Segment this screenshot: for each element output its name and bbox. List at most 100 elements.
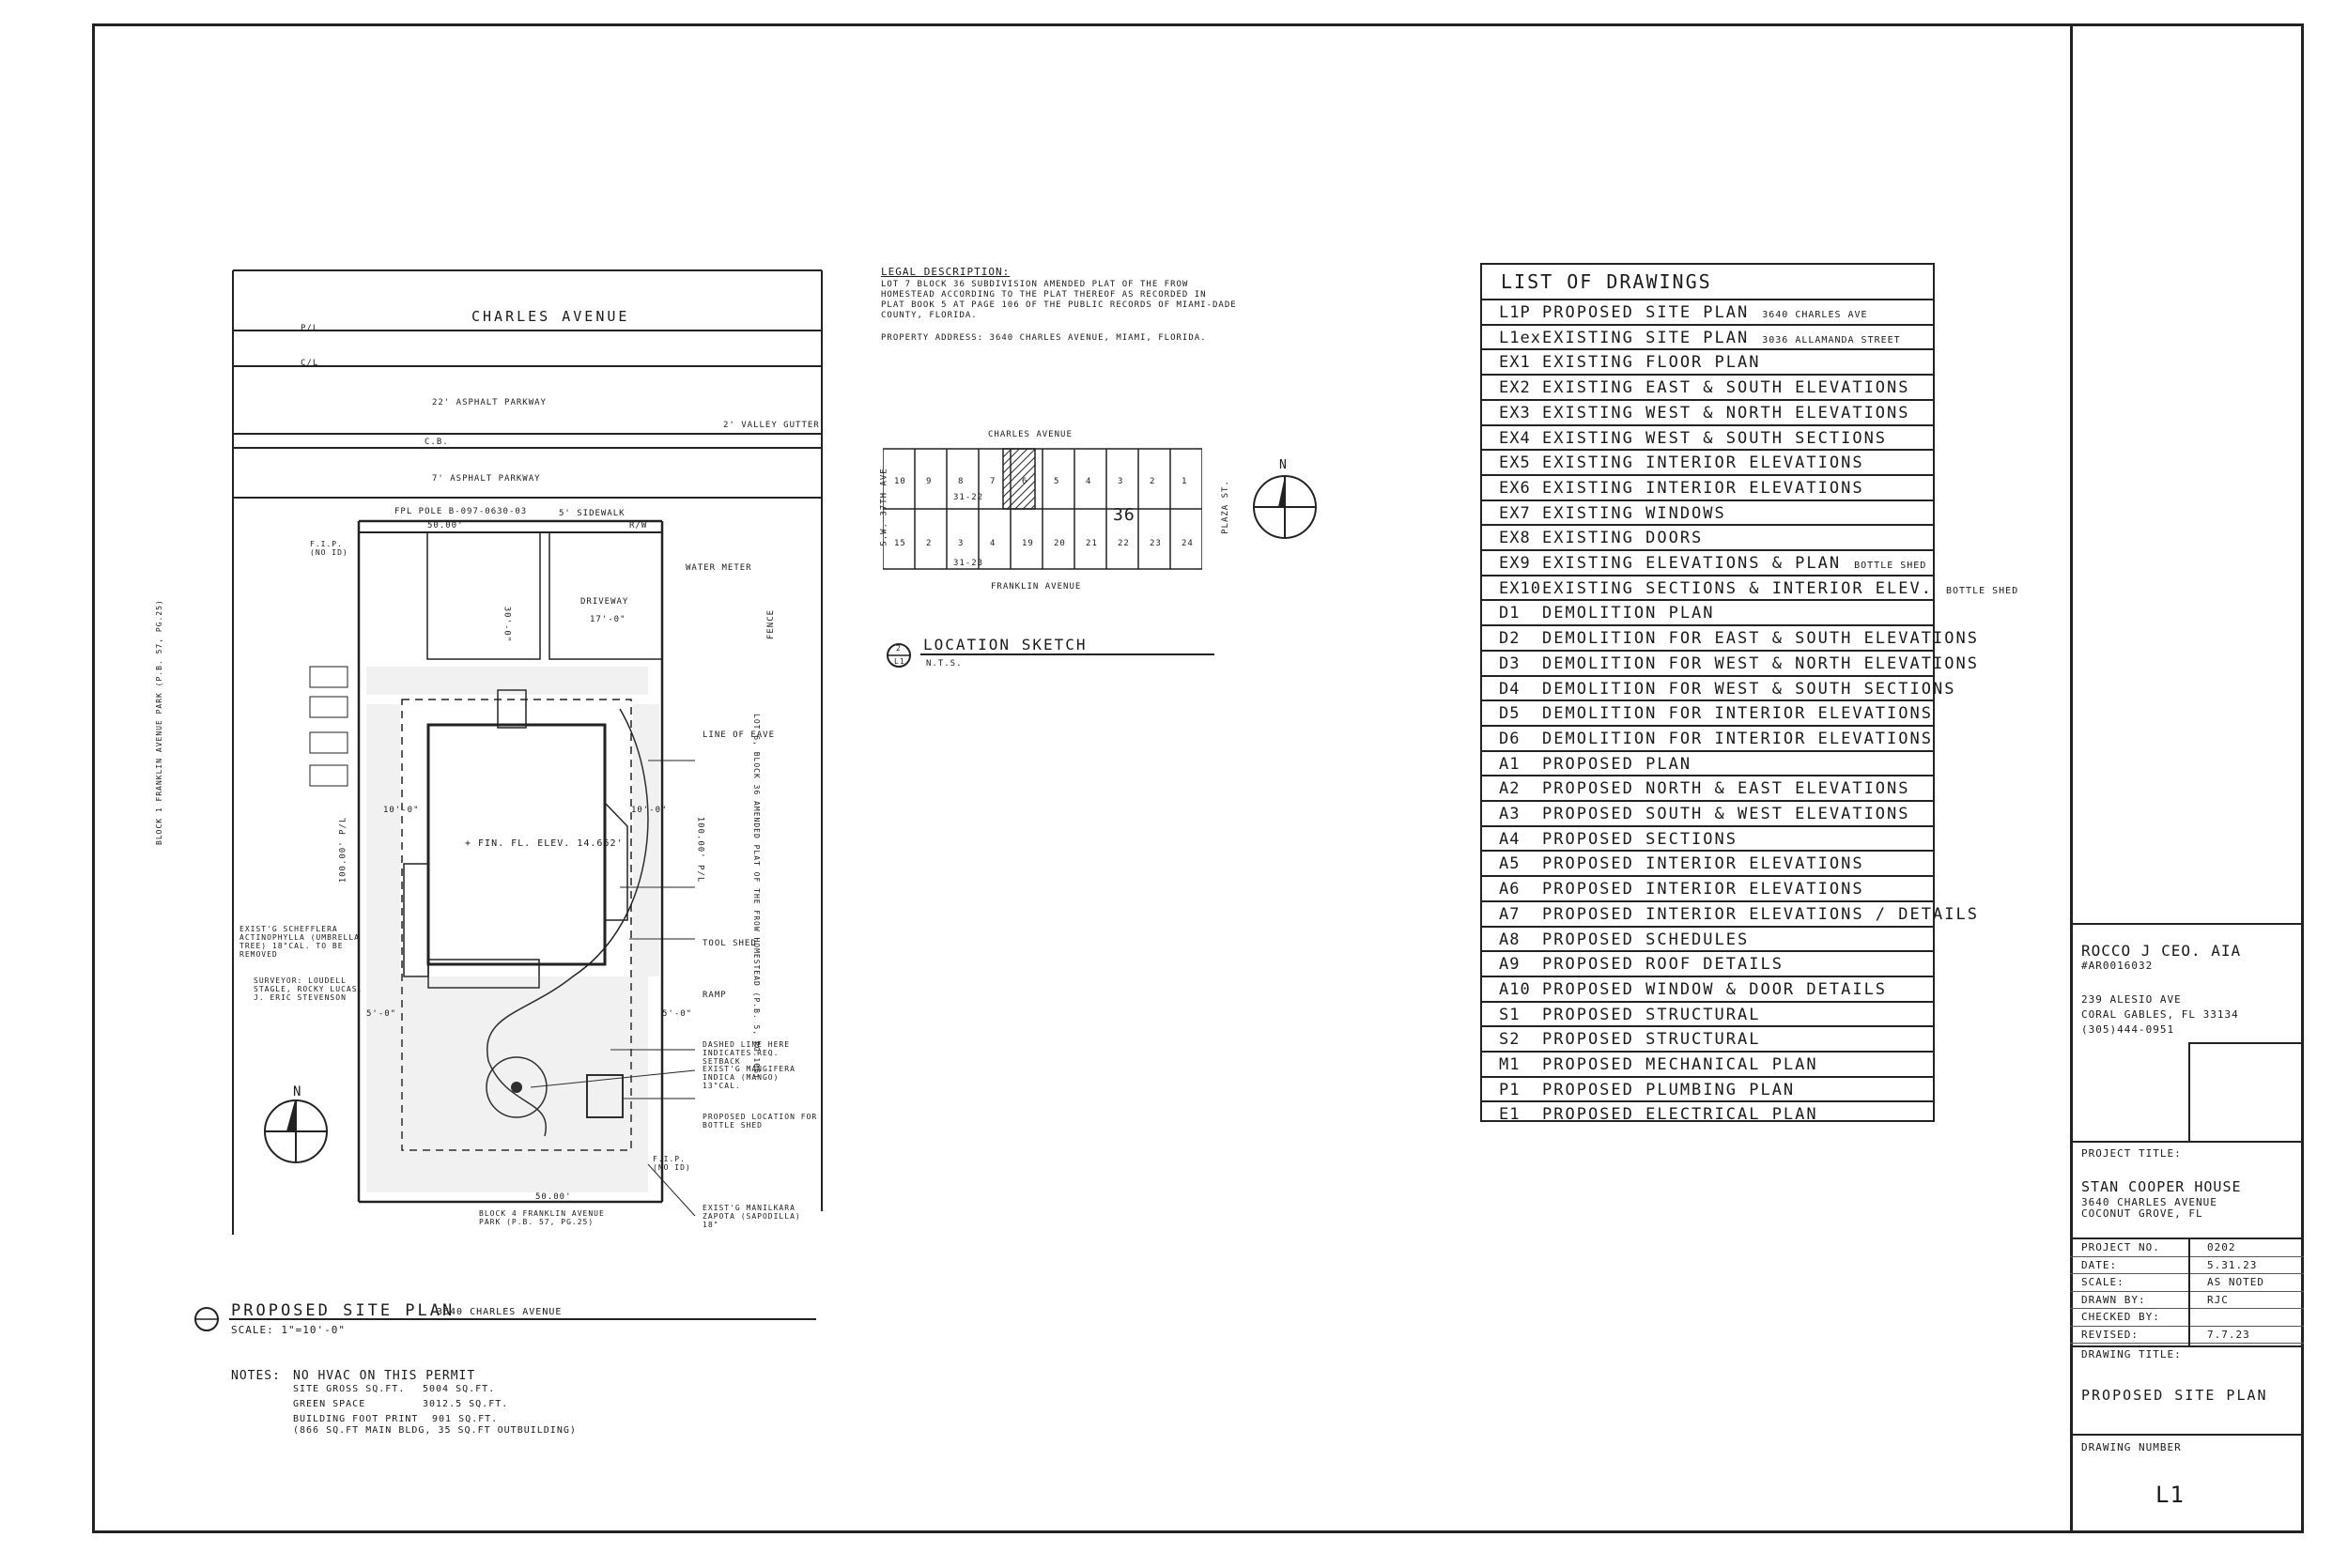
tb-field-rule (2070, 1325, 2304, 1327)
loc-ref-top: 2 (896, 644, 902, 653)
drawing-code: A8 (1499, 930, 1521, 949)
tb-field-value: RJC (2207, 1293, 2229, 1306)
dim-5-right-label: 5'-0" (662, 1009, 693, 1019)
width-top-label: 50.00' (427, 521, 464, 530)
tb-field-label: DATE: (2081, 1258, 2118, 1271)
drawing-number-label: DRAWING NUMBER (2081, 1441, 2182, 1453)
location-title-rule (920, 653, 1214, 655)
notes-site-gross-value: 5004 SQ.FT. (423, 1384, 496, 1394)
lot-number-bottom: 2 (926, 539, 933, 548)
dim-5-left-label: 5'-0" (366, 1009, 397, 1019)
drawing-name: PROPOSED INTERIOR ELEVATIONS (1542, 854, 1864, 874)
drawing-name: PROPOSED MECHANICAL PLAN (1542, 1055, 1818, 1074)
lot-number-bottom: 3 (958, 539, 965, 548)
lot-number-top: 5 (1054, 477, 1060, 486)
drawing-code: S2 (1499, 1030, 1521, 1050)
drawing-code: A9 (1499, 955, 1521, 975)
dim-10-right-label: 10'-0" (631, 806, 668, 815)
drawing-name: PROPOSED SECTIONS (1542, 829, 1738, 849)
project-addr1: 3640 CHARLES AVENUE (2081, 1196, 2217, 1208)
drawing-name: EXISTING INTERIOR ELEVATIONS (1542, 478, 1864, 498)
tb-divider-2 (2070, 1141, 2304, 1143)
tb-field-label: CHECKED BY: (2081, 1311, 2160, 1323)
dim-30-label: 30'-0" (502, 606, 512, 643)
tb-field-value: 7.7.23 (2207, 1328, 2250, 1341)
lot-number-top: 1 (1182, 477, 1188, 486)
drawing-code: L1ex (1499, 328, 1541, 347)
drawing-code: EX2 (1499, 378, 1531, 398)
drawing-name: PROPOSED STRUCTURAL (1542, 1005, 1761, 1024)
drawing-code: A7 (1499, 904, 1521, 924)
lot-number-bottom: 22 (1118, 539, 1130, 548)
tb-field-rule (2070, 1308, 2304, 1309)
tb-divider-3 (2070, 1237, 2304, 1239)
drawings-list-box (1480, 263, 1935, 1122)
notes-footprint-value: 901 SQ.FT. (432, 1414, 499, 1424)
site-plan-title-rule (229, 1318, 816, 1320)
rw-label: R/W (629, 521, 648, 530)
manilkara-label: EXIST'G MANILKARA ZAPOTA (SAPODILLA) 18" (703, 1204, 801, 1229)
legal-line2: HOMESTEAD ACCORDING TO THE PLAT THEREOF … (881, 290, 1207, 300)
legal-property: PROPERTY ADDRESS: 3640 CHARLES AVENUE, M… (881, 333, 1207, 343)
tb-field-label: PROJECT NO. (2081, 1241, 2160, 1253)
drawing-name: EXISTING WINDOWS (1542, 503, 1726, 523)
lot-number-top: 4 (1086, 477, 1092, 486)
tb-divider-1 (2070, 923, 2304, 925)
site-north-label: N (293, 1084, 302, 1099)
block1-label: BLOCK 1 FRANKLIN AVENUE PARK (P.B. 57, P… (155, 599, 163, 845)
sidewalk-label: 5' SIDEWALK (559, 509, 626, 518)
mangifera-label: EXIST'G MANGIFERA INDICA (MANGO) 13"CAL. (703, 1065, 796, 1090)
drawing-code: A10 (1499, 979, 1531, 999)
drawing-name: PROPOSED ELECTRICAL PLAN (1542, 1105, 1818, 1125)
site-street-label: CHARLES AVENUE (471, 308, 630, 325)
tb-field-rule (2070, 1255, 2304, 1257)
site-plan-address: 3640 CHARLES AVENUE (437, 1307, 563, 1317)
notes-footprint-detail: (866 SQ.FT MAIN BLDG, 35 SQ.FT OUTBUILDI… (293, 1425, 577, 1436)
lot-number-top: 6 (1022, 477, 1028, 486)
loc-block-number: 36 (1113, 505, 1135, 525)
drawing-code: EX10 (1499, 578, 1541, 598)
drawing-code: EX9 (1499, 554, 1531, 573)
drawing-name: DEMOLITION FOR WEST & NORTH ELEVATIONS (1542, 653, 1979, 673)
drawing-row: A8 PROPOSED SCHEDULES (1480, 925, 1935, 951)
location-nts: N.T.S. (926, 659, 963, 669)
fin-fl-label: + FIN. FL. ELEV. 14.662' (465, 838, 624, 849)
tb-field-value: AS NOTED (2207, 1276, 2264, 1288)
drawing-name: PROPOSED SCHEDULES (1542, 930, 1750, 949)
project-name: STAN COOPER HOUSE (2081, 1178, 2242, 1195)
fip-right-label: F.I.P. (NO ID) (653, 1155, 691, 1172)
drawing-name: EXISTING WEST & NORTH ELEVATIONS (1542, 403, 1910, 423)
notes-green-value: 3012.5 SQ.FT. (423, 1399, 509, 1409)
tb-field-rule (2070, 1343, 2304, 1344)
drawing-name: PROPOSED WINDOW & DOOR DETAILS (1542, 979, 1888, 999)
legal-line3: PLAT BOOK 5 AT PAGE 106 OF THE PUBLIC RE… (881, 300, 1237, 310)
loc-street-top: CHARLES AVENUE (988, 430, 1073, 439)
lot-number-top: 10 (894, 477, 906, 486)
drawing-name: PROPOSED INTERIOR ELEVATIONS / DETAILS (1542, 904, 1979, 924)
site-plan-title: PROPOSED SITE PLAN (231, 1301, 456, 1320)
ramp-label: RAMP (703, 991, 727, 1000)
project-title-label: PROJECT TITLE: (2081, 1147, 2182, 1160)
loc-north-label: N (1279, 458, 1288, 472)
tb-field-rule (2070, 1273, 2304, 1274)
tb-field-rule (2070, 1290, 2304, 1292)
site-plan-scale: SCALE: 1"=10'-0" (231, 1324, 346, 1336)
drawing-name: EXISTING SECTIONS & INTERIOR ELEV.BOTTLE… (1542, 578, 2019, 598)
